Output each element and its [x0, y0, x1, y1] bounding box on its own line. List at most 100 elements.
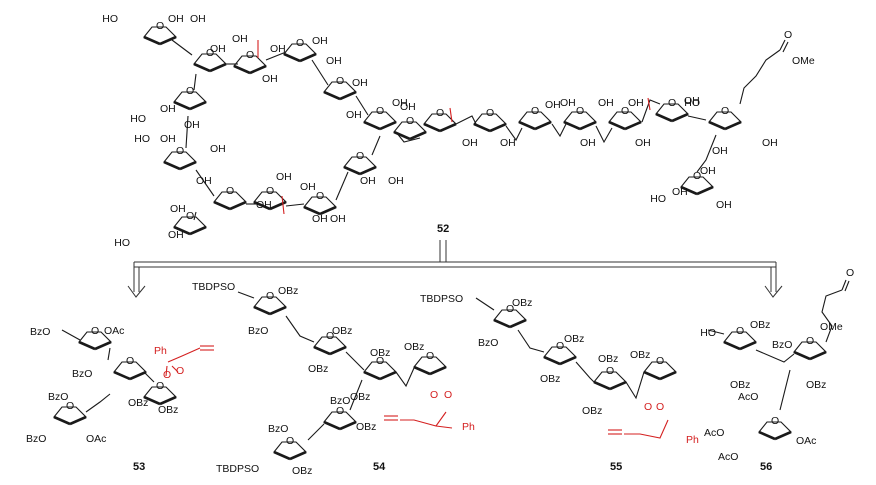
ring-wedge-edge [423, 122, 441, 133]
ring-wedge-edge [289, 450, 307, 461]
atom-label-oh: OH [270, 43, 286, 55]
ring-oxygen-label: O [186, 210, 194, 222]
compound-label-52: 52 [437, 223, 449, 235]
atom-label-obz: OBz [350, 391, 370, 403]
reaction-arrows [127, 240, 783, 298]
ring-wedge-edge [608, 120, 626, 131]
ring-wedge-edge [579, 120, 597, 131]
bond-line [311, 59, 329, 86]
atom-label-oh: OH [190, 13, 206, 25]
atom-label-oh: OH [276, 171, 292, 183]
ring-wedge-edge [409, 130, 427, 141]
ring-wedge-edge [69, 415, 87, 426]
ring-wedge-edge [269, 305, 287, 316]
ring-oxygen-label: O [226, 185, 234, 197]
ring-wedge-edge [624, 120, 642, 131]
compound-label-54: 54 [373, 461, 386, 473]
ring-oxygen-label: O [266, 290, 274, 302]
bond-line [821, 289, 843, 343]
bond-line [647, 97, 651, 111]
ring-wedge-edge [659, 370, 677, 381]
atom-label-o: O [163, 369, 171, 381]
atom-label-ho: HO [650, 193, 666, 205]
atom-label-o: O [644, 401, 652, 413]
ring-oxygen-label: O [736, 325, 744, 337]
atom-label-oh: OH [462, 137, 478, 149]
ring-wedge-edge [473, 122, 491, 133]
atom-label-tbdpso: TBDPSO [216, 463, 259, 475]
ring-wedge-edge [680, 185, 698, 196]
ring-wedge-edge [339, 420, 357, 431]
ring-wedge-edge [643, 370, 661, 381]
atom-label-oh: OH [184, 119, 200, 131]
atom-label-oh: OH [672, 186, 688, 198]
ring-oxygen-label: O [206, 47, 214, 59]
ring-wedge-edge [363, 370, 381, 381]
ring-oxygen-label: O [296, 37, 304, 49]
atom-label-oh: OH [210, 43, 226, 55]
atom-label-tbdpso: TBDPSO [420, 293, 463, 305]
ring-oxygen-label: O [436, 107, 444, 119]
compound-label-53: 53 [133, 461, 145, 473]
ring-wedge-edge [339, 90, 357, 101]
ring-wedge-edge [343, 165, 361, 176]
atom-label-bzo: BzO [48, 391, 68, 403]
atom-label-obz: OBz [332, 325, 352, 337]
ring-wedge-edge [359, 165, 377, 176]
ring-wedge-edge [696, 185, 714, 196]
atom-label-aco: AcO [704, 427, 724, 439]
ring-oxygen-label: O [376, 355, 384, 367]
ring-wedge-edge [319, 205, 337, 216]
ring-wedge-edge [758, 430, 776, 441]
atom-label-oh: OH [232, 33, 248, 45]
atom-label-ph: Ph [154, 345, 167, 357]
ring-oxygen-label: O [426, 350, 434, 362]
bond-line [551, 123, 567, 138]
ring-wedge-edge [233, 64, 251, 75]
atom-label-oh: OH [762, 137, 778, 149]
bond-line [371, 135, 381, 156]
bond-line [237, 291, 255, 299]
atom-label-obz: OBz [278, 285, 298, 297]
ring-wedge-edge [379, 120, 397, 131]
atom-label-oh: OH [312, 35, 328, 47]
ring-oxygen-label: O [656, 355, 664, 367]
ring-wedge-edge [439, 122, 457, 133]
ring-wedge-edge [173, 100, 191, 111]
ring-oxygen-label: O [176, 145, 184, 157]
bond-line [625, 371, 645, 400]
atom-label-oac: OAc [796, 435, 816, 447]
ring-oxygen-label: O [406, 115, 414, 127]
ring-oxygen-label: O [621, 105, 629, 117]
ring-wedge-edge [193, 62, 211, 73]
atom-label-obz: OBz [598, 353, 618, 365]
bond-line [285, 315, 315, 343]
compound-label-56: 56 [760, 461, 772, 473]
atom-label-aco: AcO [718, 451, 738, 463]
bond-line [455, 115, 477, 125]
atom-label-oh: OH [262, 73, 278, 85]
ring-oxygen-label: O [66, 400, 74, 412]
atom-label-oh: OH [388, 175, 404, 187]
ring-wedge-edge [323, 420, 341, 431]
ring-wedge-edge [329, 345, 347, 356]
ring-wedge-edge [493, 318, 511, 329]
bond-line [193, 211, 197, 221]
ring-wedge-edge [708, 120, 726, 131]
ring-oxygen-label: O [336, 405, 344, 417]
ring-wedge-edge [213, 200, 231, 211]
ring-wedge-edge [179, 160, 197, 171]
atom-label-aco: AcO [738, 391, 758, 403]
atom-label-oh: OH [500, 137, 516, 149]
bond-line [193, 73, 197, 91]
atom-label-ph: Ph [462, 421, 475, 433]
bond-line [265, 51, 287, 61]
bond-line [165, 365, 168, 377]
bond-line [779, 369, 791, 411]
atom-label-oh: OH [700, 165, 716, 177]
ring-oxygen-label: O [156, 20, 164, 32]
ring-wedge-edge [229, 200, 247, 211]
atom-label-obz: OBz [630, 349, 650, 361]
atom-label-oh: OH [716, 199, 732, 211]
